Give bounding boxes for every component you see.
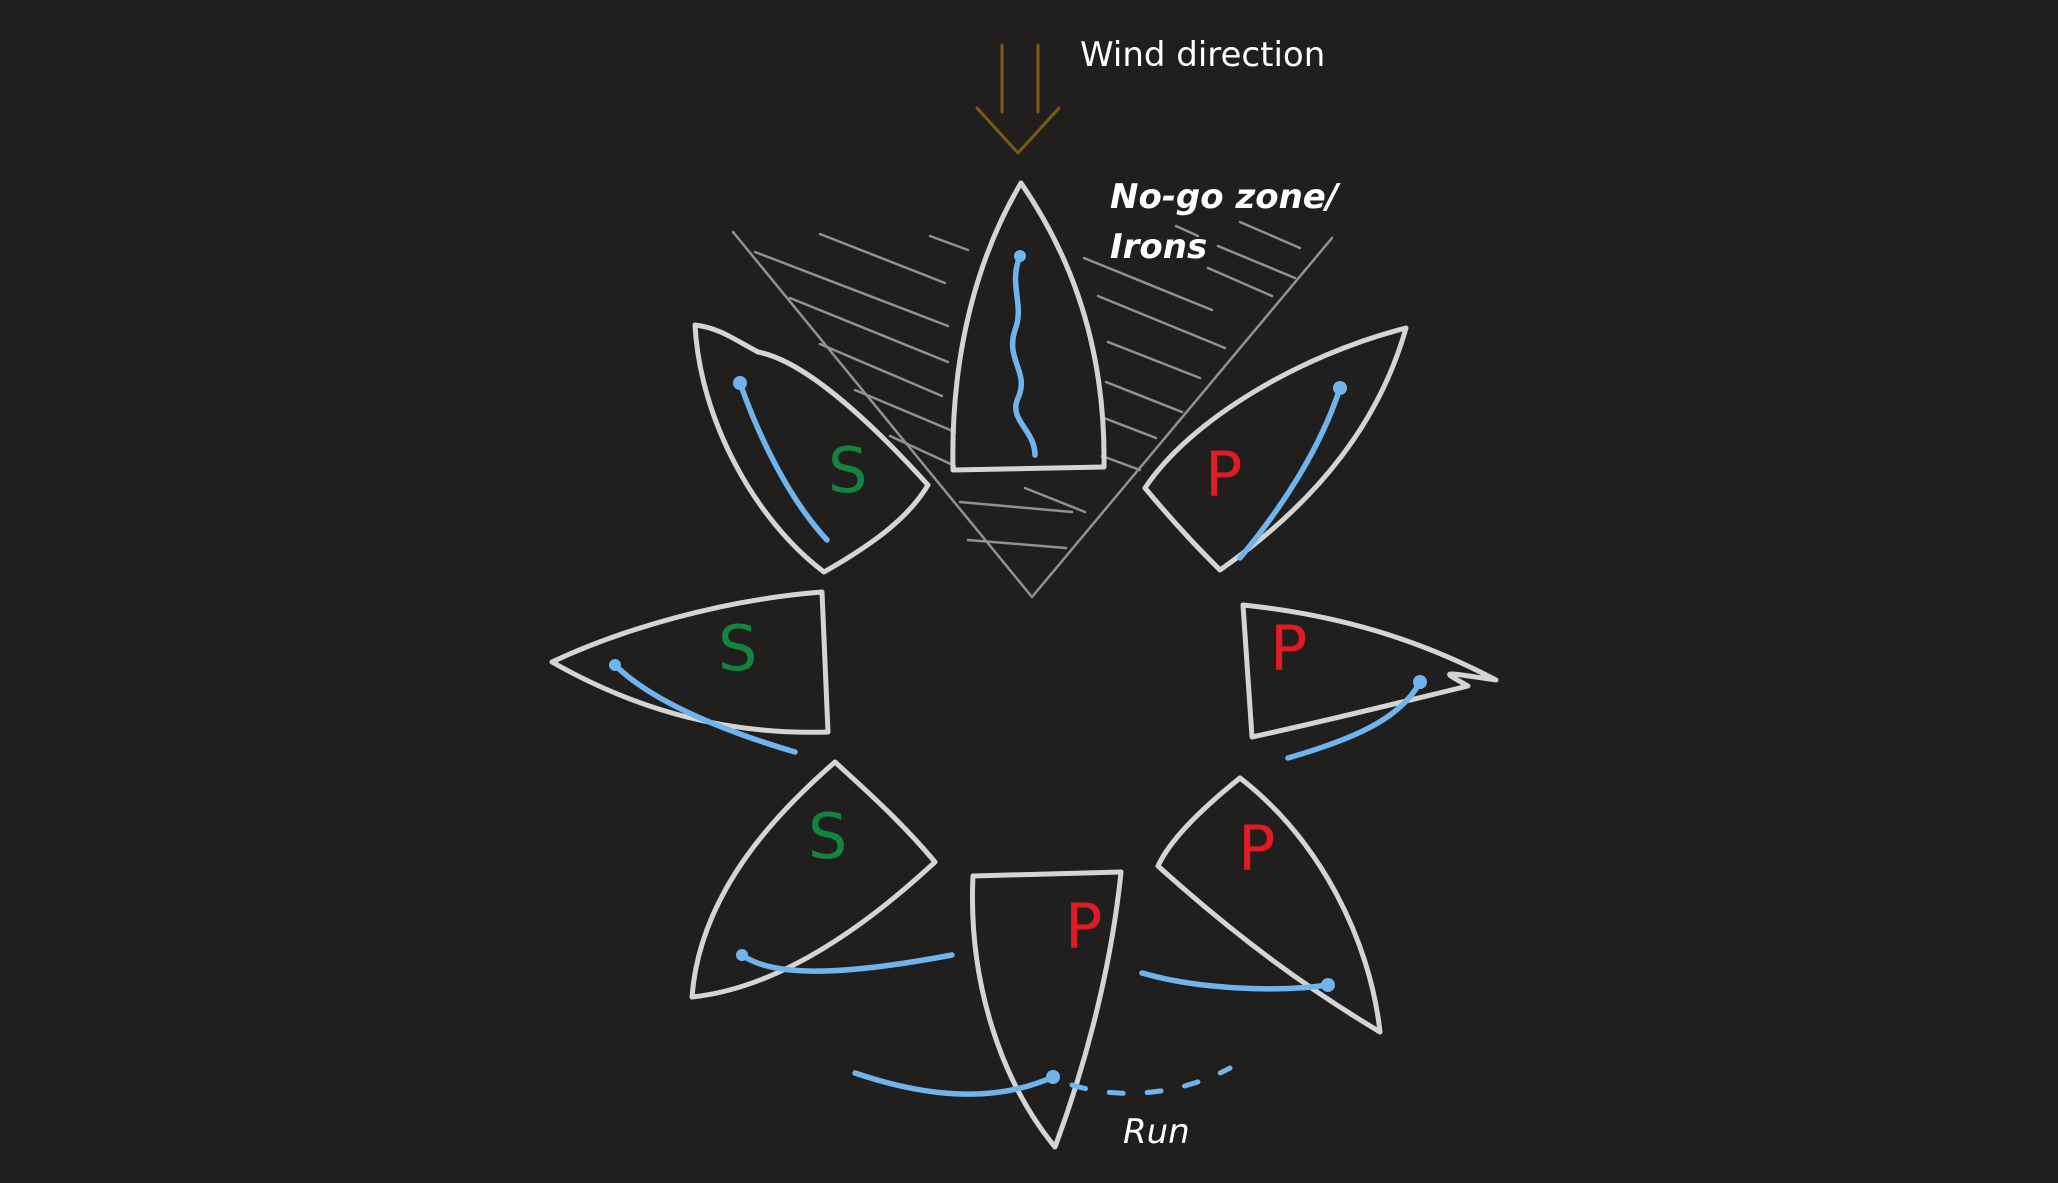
starboard-tack-letter: S xyxy=(808,800,847,873)
boat-port-broad-reach: P xyxy=(1139,775,1383,1035)
mast-dot xyxy=(736,949,748,961)
mast-dot xyxy=(733,376,747,390)
boat-sail xyxy=(1009,253,1038,458)
boat-hull xyxy=(549,589,831,735)
boat-starboard-broad-reach: S xyxy=(689,759,955,1000)
mast-dot xyxy=(1413,675,1427,689)
boat-sail xyxy=(1237,385,1343,561)
mast-dot xyxy=(1321,978,1335,992)
boat-hull xyxy=(950,180,1107,473)
no-go-hatching xyxy=(753,220,1302,550)
starboard-tack-letter: S xyxy=(718,612,757,685)
run-sail-swing-dashes xyxy=(1069,1065,1233,1096)
boat-port-run: P xyxy=(852,869,1233,1150)
port-tack-letter: P xyxy=(1270,612,1307,685)
no-go-zone xyxy=(731,220,1334,599)
mast-dot xyxy=(1014,250,1026,262)
starboard-tack-letter: S xyxy=(828,434,867,507)
boat-sail xyxy=(1139,970,1331,992)
boat-hull xyxy=(689,759,938,1000)
boat-sail xyxy=(737,380,830,543)
wind-direction-label: Wind direction xyxy=(1080,35,1325,75)
port-tack-letter: P xyxy=(1238,812,1275,885)
boat-hull xyxy=(1142,325,1409,573)
no-go-boundary-left xyxy=(731,230,1034,599)
mast-dot xyxy=(1333,381,1347,395)
boat-port-beam-reach: P xyxy=(1240,602,1499,761)
mast-dot xyxy=(609,659,621,671)
boat-port-close-hauled: P xyxy=(1142,325,1409,573)
mast-dot xyxy=(1046,1070,1060,1084)
boat-in-irons xyxy=(950,180,1107,473)
boat-starboard-close-hauled: S xyxy=(692,322,931,575)
boat-starboard-beam-reach: S xyxy=(549,589,831,755)
port-tack-letter: P xyxy=(1065,890,1102,963)
boat-sail xyxy=(1285,679,1423,761)
wind-arrow-icon xyxy=(975,43,1061,155)
no-go-zone-label: No-go zone/ xyxy=(1110,177,1341,217)
port-tack-letter: P xyxy=(1205,438,1242,511)
boat-sail xyxy=(612,662,798,755)
run-label: Run xyxy=(1123,1112,1190,1152)
boat-hull xyxy=(970,869,1124,1150)
boat-hull xyxy=(692,322,931,575)
boat-hull xyxy=(1240,602,1499,740)
boat-sail xyxy=(852,1070,1056,1097)
irons-label: Irons xyxy=(1110,227,1207,267)
no-go-boundary-right xyxy=(1030,236,1334,599)
boat-sail xyxy=(739,952,955,974)
